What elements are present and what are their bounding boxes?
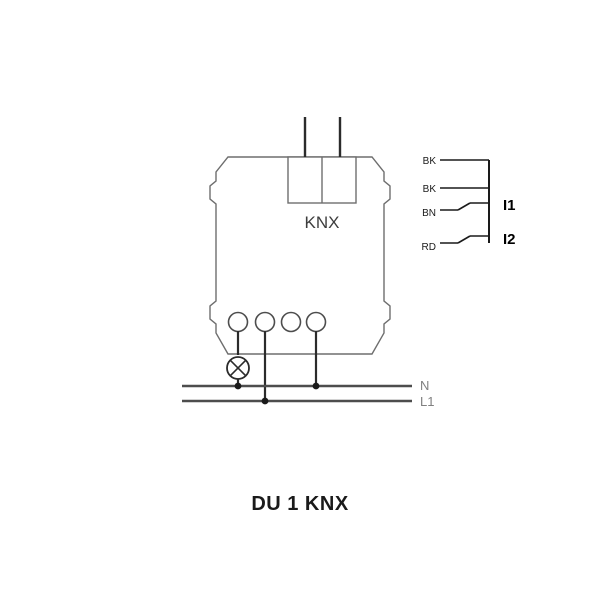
device-housing [209, 156, 391, 355]
mains-label-n: N [420, 378, 429, 393]
junction-dot-terminal2-l1 [261, 397, 269, 405]
terminal-4 [305, 311, 327, 333]
input-wire-3-contact [457, 202, 471, 211]
lamp-symbol [226, 356, 250, 386]
junction-dot-terminal4-n [312, 382, 320, 390]
input-label-i2: I2 [503, 231, 516, 248]
terminal-1 [227, 311, 249, 333]
diagram-caption: DU 1 KNX [251, 493, 349, 515]
input-terminal-block: BK BK BN RD I1 I2 [422, 156, 516, 253]
knx-label: KNX [305, 213, 340, 232]
device-outline [209, 156, 391, 355]
terminal-2 [254, 311, 276, 333]
mains-label-l1: L1 [420, 394, 434, 409]
mains-lines [182, 382, 412, 405]
knx-bus-wires [303, 117, 342, 157]
terminal-3 [280, 311, 302, 333]
input-wire-label-4: RD [422, 242, 436, 253]
input-wire-label-1: BK [423, 156, 437, 167]
junction-dot-lamp-n [234, 382, 242, 390]
lamp-cross-b [229, 359, 247, 377]
input-wire-label-2: BK [423, 184, 437, 195]
input-wire-label-3: BN [422, 208, 436, 219]
load-terminals [227, 311, 327, 401]
knx-bus-terminal [287, 156, 357, 204]
input-wire-4-contact [457, 235, 471, 244]
input-label-i1: I1 [503, 197, 516, 214]
